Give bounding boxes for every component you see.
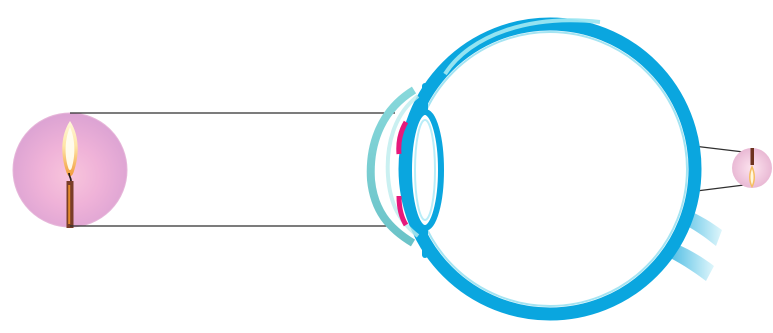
lens-shape xyxy=(409,112,441,228)
retina-image-stick xyxy=(751,148,755,165)
object-candle xyxy=(13,113,127,228)
retina-image xyxy=(732,148,772,188)
eyeball xyxy=(405,20,695,314)
